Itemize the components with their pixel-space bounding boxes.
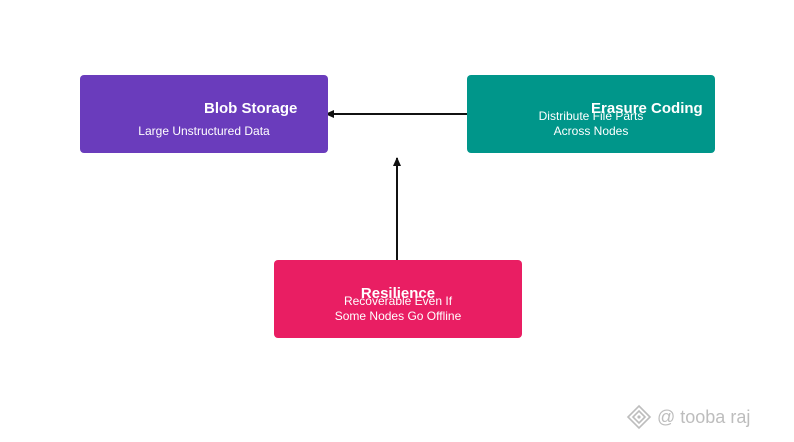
watermark-text: @ tooba raj bbox=[657, 406, 751, 427]
node-blob-storage-title: Blob Storage bbox=[204, 100, 298, 117]
node-resilience-desc: Recoverable Even If Some Nodes Go Offlin… bbox=[334, 294, 462, 323]
watermark: @ tooba raj bbox=[626, 403, 750, 431]
node-erasure-coding-title: Erasure Coding bbox=[591, 100, 703, 117]
diamond-logo-icon bbox=[626, 404, 652, 430]
node-erasure-coding-desc: Distribute File Parts Across Nodes bbox=[538, 109, 644, 138]
node-erasure-coding[interactable]: Erasure Coding Distribute File Parts Acr… bbox=[467, 75, 715, 153]
node-blob-storage[interactable]: Blob Storage Large Unstructured Data bbox=[80, 75, 328, 153]
node-resilience-title: Resilience bbox=[360, 285, 436, 302]
node-resilience[interactable]: Resilience Recoverable Even If Some Node… bbox=[274, 260, 522, 338]
node-blob-storage-desc: Large Unstructured Data bbox=[138, 124, 270, 138]
